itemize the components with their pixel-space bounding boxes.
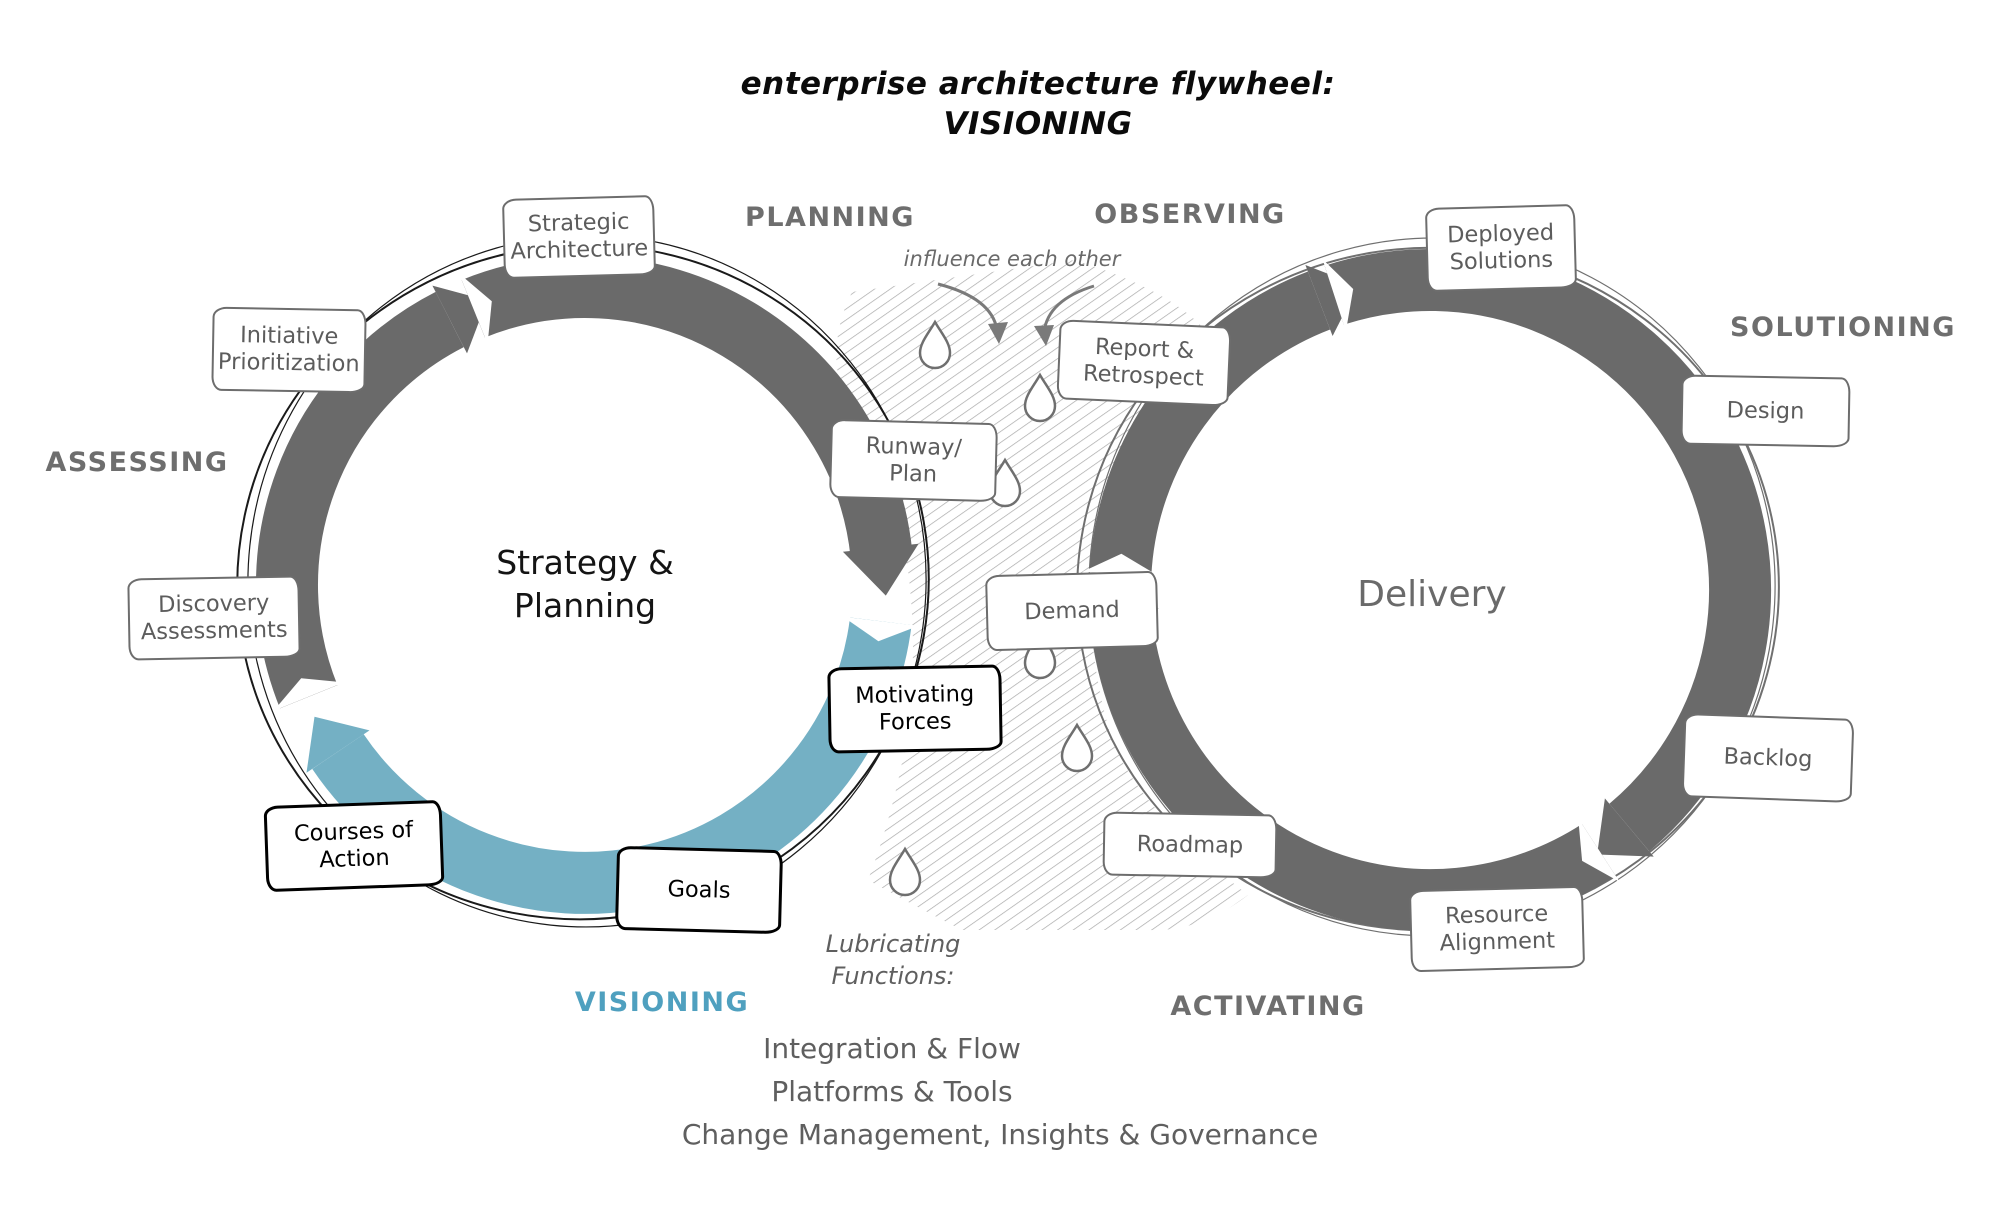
lubricating-functions-heading: Lubricating Functions: (825, 930, 961, 991)
left-ring-arrowhead-planning (842, 543, 919, 596)
left-ring-arrowhead-visioning (306, 716, 370, 773)
right-wheel-hub-label: Delivery (1357, 574, 1507, 615)
node-design: Design (1680, 374, 1851, 448)
phase-label-activating: ACTIVATING (1170, 991, 1366, 1022)
lubricating-item-platforms-tools: Platforms & Tools (771, 1075, 1013, 1108)
phase-label-planning: PLANNING (745, 202, 915, 233)
right-ring-tail-notch (1082, 553, 1159, 576)
node-strategic-architecture: Strategic Architecture (501, 195, 657, 279)
node-runway-plan: Runway/ Plan (828, 418, 999, 503)
left-ring-tail-notch (459, 273, 492, 344)
phase-label-observing: OBSERVING (1094, 199, 1286, 230)
node-deployed-solutions: Deployed Solutions (1424, 204, 1578, 292)
left-ring-segment-planning (461, 255, 913, 558)
phase-label-solutioning: SOLUTIONING (1730, 312, 1956, 343)
influence-note: influence each other (903, 247, 1121, 271)
right-ring-tail-notch (1322, 259, 1354, 332)
node-resource-alignment: Resource Alignment (1408, 885, 1586, 973)
diagram-title-line1: enterprise architecture flywheel: (740, 66, 1336, 102)
droplet-icon (1023, 372, 1057, 423)
node-roadmap: Roadmap (1102, 811, 1278, 879)
phase-label-visioning: VISIONING (574, 987, 750, 1018)
right-ring-arrowhead-solutioning (1597, 798, 1654, 857)
right-ring-tail-notch (1578, 818, 1620, 882)
left-ring-tail-notch (273, 678, 344, 711)
influence-arrow-icons (937, 282, 1095, 346)
node-demand: Demand (985, 570, 1159, 652)
droplet-icon (1060, 722, 1094, 773)
diagram-title-line2: VISIONING (943, 106, 1133, 142)
node-backlog: Backlog (1681, 713, 1855, 803)
lubricating-item-change-management: Change Management, Insights & Governance (681, 1118, 1319, 1151)
right-ring-segment-solutioning (1324, 249, 1772, 852)
node-goals: Goals (614, 845, 784, 935)
lubricating-item-integration-flow: Integration & Flow (763, 1032, 1021, 1065)
influence-arrowhead-icon (988, 322, 1008, 344)
node-report-retrospect: Report & Retrospect (1056, 319, 1232, 407)
left-wheel-hub-label: Strategy & Planning (496, 543, 674, 625)
influence-arrowhead-icon (1034, 325, 1054, 346)
phase-label-assessing: ASSESSING (45, 447, 229, 478)
node-courses-of-action: Courses of Action (263, 799, 445, 893)
droplet-icon (888, 846, 922, 897)
droplet-icon (1023, 629, 1057, 680)
left-ring-tail-notch (843, 616, 919, 642)
droplet-icon (918, 319, 952, 370)
node-initiative-prioritization: Initiative Prioritization (211, 306, 367, 394)
node-discovery-assessments: Discovery Assessments (127, 575, 301, 661)
node-motivating-forces: Motivating Forces (827, 664, 1003, 754)
right-ring-segment-observing (1089, 271, 1331, 576)
